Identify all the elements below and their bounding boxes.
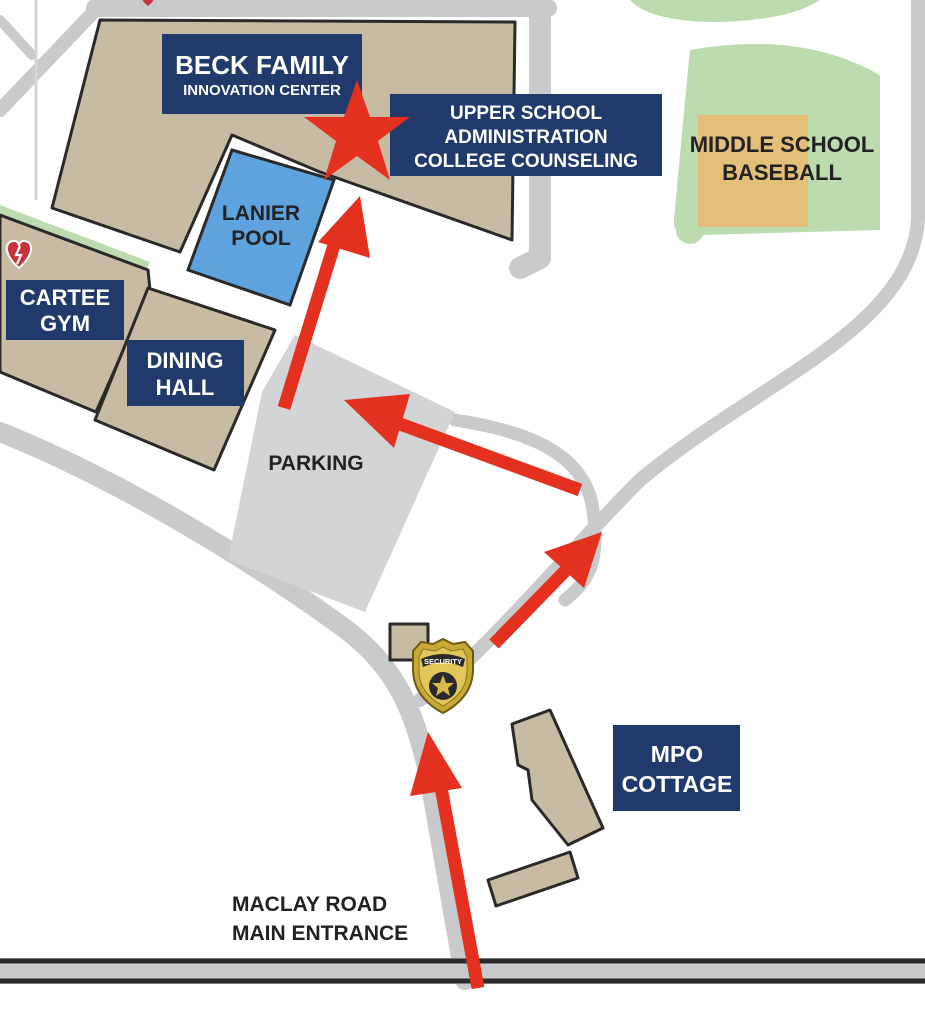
mpo-label-box — [613, 725, 740, 811]
beck-family-label: BECK FAMILY INNOVATION CENTER — [162, 34, 362, 114]
route-arrow-east — [489, 532, 602, 649]
mpo-small-building — [486, 850, 580, 908]
lanier-pool-label: LANIER POOL — [222, 202, 300, 250]
pool-label-line2: POOL — [231, 227, 291, 250]
road-northwest-a — [0, 0, 112, 117]
lanier-pool — [186, 148, 336, 307]
parking-label: PARKING — [268, 452, 363, 475]
maclay-road-label: MACLAY ROAD MAIN ENTRANCE — [232, 893, 408, 945]
route-arrow-entrance — [410, 732, 485, 990]
beck-label-line2: INNOVATION CENTER — [183, 82, 341, 99]
entrance-label-line2: MAIN ENTRANCE — [232, 922, 408, 945]
baseball-label-line2: BASEBALL — [722, 160, 842, 185]
road-north-loop — [509, 0, 551, 279]
heart-icon-top — [142, 0, 154, 6]
upper-label-line3: COLLEGE COUNSELING — [414, 151, 638, 172]
gym-label-line1: CARTEE — [20, 285, 110, 310]
dining-hall-label: DINING HALL — [127, 340, 244, 406]
route-arrow-east-shaft — [489, 561, 575, 649]
destination-star-icon — [304, 80, 410, 180]
entrance-label-line1: MACLAY ROAD — [232, 893, 387, 916]
outfield-corner — [676, 216, 704, 244]
baseball-label-line1: MIDDLE SCHOOL — [690, 132, 875, 157]
dining-label-box — [127, 340, 244, 406]
route-arrow-entrance-head — [410, 732, 462, 796]
cartee-gym-label: CARTEE GYM — [6, 280, 124, 340]
route-arrow-parking-head — [344, 394, 410, 448]
upper-school-label: UPPER SCHOOL ADMINISTRATION COLLEGE COUN… — [390, 94, 662, 176]
road-west-sweep — [0, 422, 475, 990]
upper-school-label-box — [390, 94, 662, 176]
beck-label-line1: BECK FAMILY — [175, 50, 349, 80]
route-arrow-entrance-shaft — [433, 780, 485, 990]
route-arrow-building — [277, 196, 370, 410]
route-arrow-parking-shaft — [397, 417, 583, 497]
gym-label-line2: GYM — [40, 311, 90, 336]
beck-label-box — [162, 34, 362, 114]
pool-label-line1: LANIER — [222, 202, 300, 225]
upper-label-line1: UPPER SCHOOL — [450, 103, 602, 124]
middle-school-baseball-field: MIDDLE SCHOOL BASEBALL — [630, 0, 880, 244]
route-arrow-building-head — [318, 196, 370, 258]
security-badge-text: SECURITY — [424, 657, 462, 666]
infield-dirt — [698, 115, 808, 227]
route-arrow-parking — [344, 394, 583, 497]
route-arrow-building-shaft — [277, 230, 345, 410]
route-arrows — [277, 196, 602, 990]
route-arrow-east-head — [544, 532, 602, 588]
dining-label-line1: DINING — [147, 348, 224, 373]
security-badge-icon: SECURITY — [412, 637, 474, 715]
upper-label-line2: ADMINISTRATION — [444, 127, 607, 148]
mpo-cottage-label: MPO COTTAGE — [613, 725, 740, 811]
mpo-cottage-building — [510, 708, 605, 847]
gym-label-box — [6, 280, 124, 340]
road-northwest-b — [0, 15, 37, 60]
heart-defibrillator-icon — [6, 239, 32, 270]
dining-label-line2: HALL — [156, 375, 215, 400]
mpo-label-line2: COTTAGE — [622, 771, 733, 797]
north-field-grass — [630, 0, 820, 22]
mpo-label-line1: MPO — [651, 741, 703, 767]
